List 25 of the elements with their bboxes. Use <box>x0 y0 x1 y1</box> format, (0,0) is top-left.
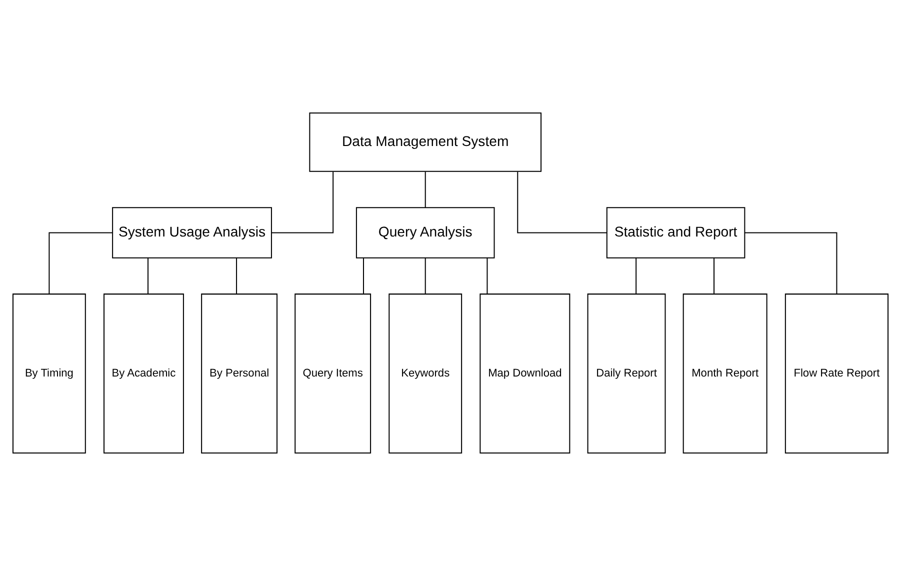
connector <box>272 171 334 233</box>
node-box: Map Download <box>480 293 570 453</box>
connector <box>236 257 238 294</box>
node-box: By Academic <box>104 293 184 453</box>
node-box: Keywords <box>388 293 462 453</box>
node-box: Data Management System <box>309 112 542 172</box>
connector <box>424 171 426 208</box>
connector <box>636 257 637 294</box>
connector <box>714 257 715 294</box>
connector <box>48 232 112 294</box>
node-box: By Timing <box>12 293 86 453</box>
connector <box>363 257 364 294</box>
node-box: Query Items <box>294 293 372 453</box>
node-box: Daily Report <box>587 293 666 453</box>
connector <box>517 171 607 233</box>
node-box: Flow Rate Report <box>784 293 889 453</box>
node-box: By Personal <box>201 293 278 453</box>
connector <box>744 232 838 294</box>
node-box: Month Report <box>682 293 768 453</box>
node-box: System Usage Analysis <box>112 206 272 258</box>
node-box: Query Analysis <box>356 206 495 258</box>
connector <box>148 257 149 294</box>
connector <box>424 257 426 294</box>
node-box: Statistic and Report <box>606 206 746 258</box>
connector <box>486 257 488 294</box>
